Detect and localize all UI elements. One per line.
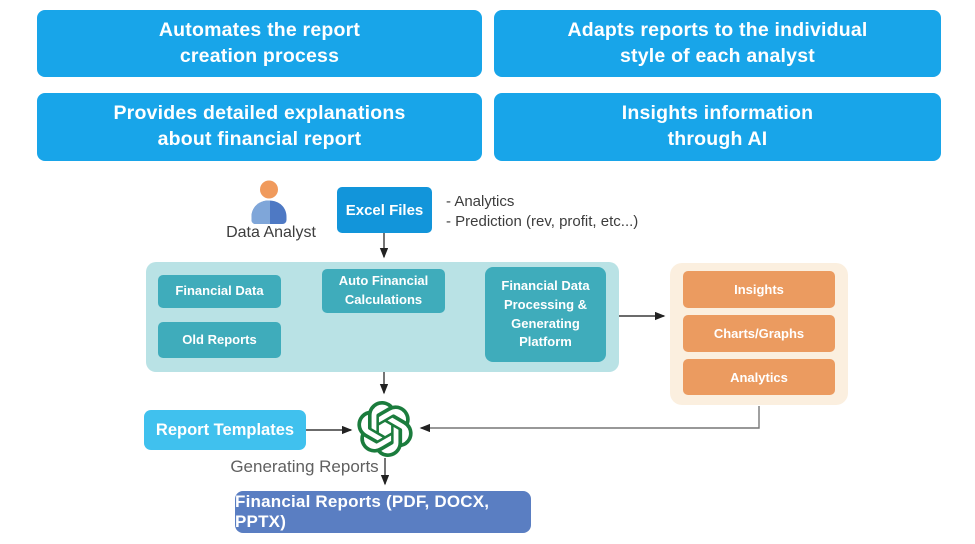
processing-platform-box: Financial Data Processing & Generating P…	[485, 267, 606, 362]
feature-box-insights-ai: Insights information through AI	[494, 93, 941, 161]
report-templates-button: Report Templates	[144, 410, 306, 450]
person-icon	[251, 180, 287, 224]
charts-graphs-box: Charts/Graphs	[683, 315, 835, 352]
financial-reports-button: Financial Reports (PDF, DOCX, PPTX)	[235, 491, 531, 533]
excel-notes: - Analytics - Prediction (rev, profit, e…	[446, 192, 638, 232]
data-analyst-label: Data Analyst	[226, 224, 316, 241]
note-prediction: - Prediction (rev, profit, etc...)	[446, 213, 639, 230]
excel-files-button: Excel Files	[337, 187, 432, 233]
feature-box-explanations: Provides detailed explanations about fin…	[37, 93, 482, 161]
feature-box-automates: Automates the report creation process	[37, 10, 482, 77]
openai-logo-icon	[357, 401, 413, 458]
arrow-outputs-to-ai	[419, 406, 760, 433]
auto-financial-calculations-box: Auto Financial Calculations	[322, 269, 445, 313]
feature-box-adapts: Adapts reports to the individual style o…	[494, 10, 941, 77]
insights-box: Insights	[683, 271, 835, 308]
analytics-box: Analytics	[683, 359, 835, 395]
generating-reports-label: Generating Reports	[230, 457, 379, 476]
old-reports-box: Old Reports	[158, 322, 281, 358]
note-analytics: - Analytics	[446, 193, 515, 210]
financial-data-box: Financial Data	[158, 275, 281, 308]
